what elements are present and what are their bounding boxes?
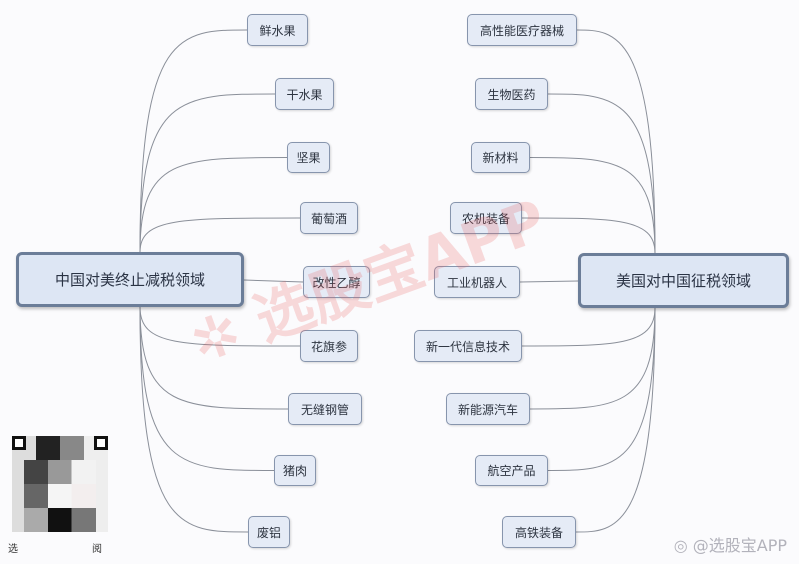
connector-line [139, 29, 248, 253]
connector-line [139, 306, 249, 533]
leaf-node-left[interactable]: 废铝 [248, 516, 290, 548]
leaf-node-left[interactable]: 葡萄酒 [300, 202, 358, 234]
leaf-node-left[interactable]: 猪肉 [274, 455, 316, 486]
connector-line [576, 29, 656, 254]
qr-caption-left: 选 [8, 544, 18, 555]
leaf-node-right[interactable]: 农机装备 [450, 202, 522, 234]
connector-line [521, 307, 656, 347]
connector-line [529, 157, 656, 254]
leaf-node-left[interactable]: 鲜水果 [247, 14, 308, 46]
connector-line [139, 306, 275, 471]
leaf-node-right[interactable]: 新能源汽车 [446, 393, 530, 425]
connector-line [547, 93, 656, 254]
connector-line [139, 157, 288, 253]
connector-line [139, 93, 276, 253]
leaf-node-right[interactable]: 生物医药 [475, 78, 548, 110]
weibo-credit: ◎ @选股宝APP [673, 536, 787, 555]
leaf-node-right[interactable]: 新一代信息技术 [414, 330, 522, 362]
qr-caption-right: 阅 [92, 544, 102, 555]
leaf-node-right[interactable]: 高性能医疗器械 [467, 14, 577, 46]
connector-line [547, 307, 656, 471]
qr-code-blurred [12, 436, 108, 532]
connector-line [139, 306, 289, 410]
right-hub-node[interactable]: 美国对中国征税领域 [578, 253, 789, 308]
connector-line [519, 280, 579, 283]
connector-line [529, 307, 656, 410]
connector-line [243, 279, 304, 283]
leaf-node-right[interactable]: 高铁装备 [502, 516, 576, 548]
connector-line [521, 217, 656, 254]
left-hub-node[interactable]: 中国对美终止减税领域 [16, 252, 244, 307]
connector-line [575, 307, 656, 533]
leaf-node-left[interactable]: 改性乙醇 [303, 266, 370, 298]
leaf-node-left[interactable]: 坚果 [287, 142, 330, 173]
leaf-node-right[interactable]: 新材料 [471, 142, 530, 173]
connector-line [139, 306, 301, 347]
leaf-node-left[interactable]: 无缝钢管 [288, 393, 362, 425]
leaf-node-left[interactable]: 花旗参 [300, 330, 358, 362]
leaf-node-right[interactable]: 工业机器人 [434, 266, 520, 298]
connector-line [139, 217, 301, 253]
leaf-node-left[interactable]: 干水果 [275, 78, 334, 110]
leaf-node-right[interactable]: 航空产品 [475, 455, 548, 486]
